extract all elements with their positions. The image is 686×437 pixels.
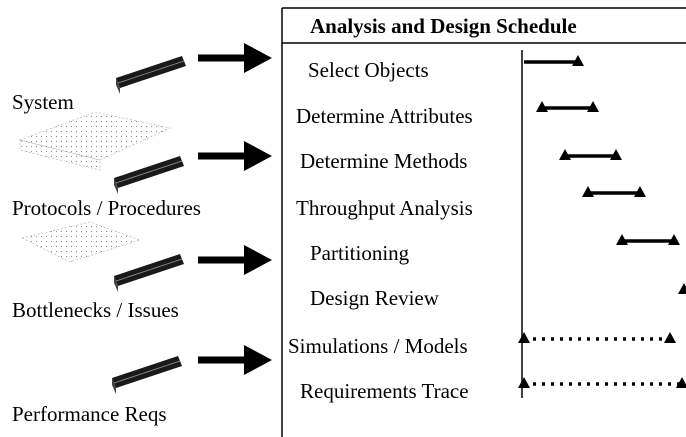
task-label: Design Review — [310, 286, 439, 310]
book-icon — [114, 156, 184, 194]
schedule-title: Analysis and Design Schedule — [310, 14, 577, 38]
task-label: Throughput Analysis — [296, 196, 473, 220]
schedule-panel-frame — [281, 7, 686, 437]
schedule-bar-dotted — [518, 332, 676, 343]
arrow-right-icon — [198, 345, 272, 375]
input-label-protocols: Protocols / Procedures — [12, 196, 201, 220]
input-label-performance: Performance Reqs — [12, 402, 167, 426]
task-label: Determine Methods — [300, 149, 468, 173]
task-label: Determine Attributes — [296, 104, 473, 128]
book-icon — [114, 254, 184, 292]
arrow-right-icon — [198, 245, 272, 275]
document-stack-icon — [18, 111, 171, 171]
input-label-bottlenecks: Bottlenecks / Issues — [12, 298, 179, 322]
task-label: Partitioning — [310, 241, 410, 265]
task-label: Simulations / Models — [288, 334, 468, 358]
book-icon — [116, 56, 186, 94]
schedule-bar — [536, 101, 599, 112]
input-label-system: System — [12, 90, 74, 114]
schedule-bar — [616, 234, 680, 245]
schedule-bar — [524, 55, 584, 66]
arrow-right-icon — [198, 141, 272, 171]
task-label: Select Objects — [308, 58, 429, 82]
task-label: Requirements Trace — [300, 379, 469, 403]
schedule-bar — [559, 149, 622, 160]
schedule-bar — [582, 186, 646, 197]
schedule-bar — [678, 283, 686, 294]
document-stack-icon — [21, 221, 141, 263]
arrow-right-icon — [198, 43, 272, 73]
schedule-bar-dotted — [518, 377, 686, 388]
book-icon — [112, 356, 182, 394]
